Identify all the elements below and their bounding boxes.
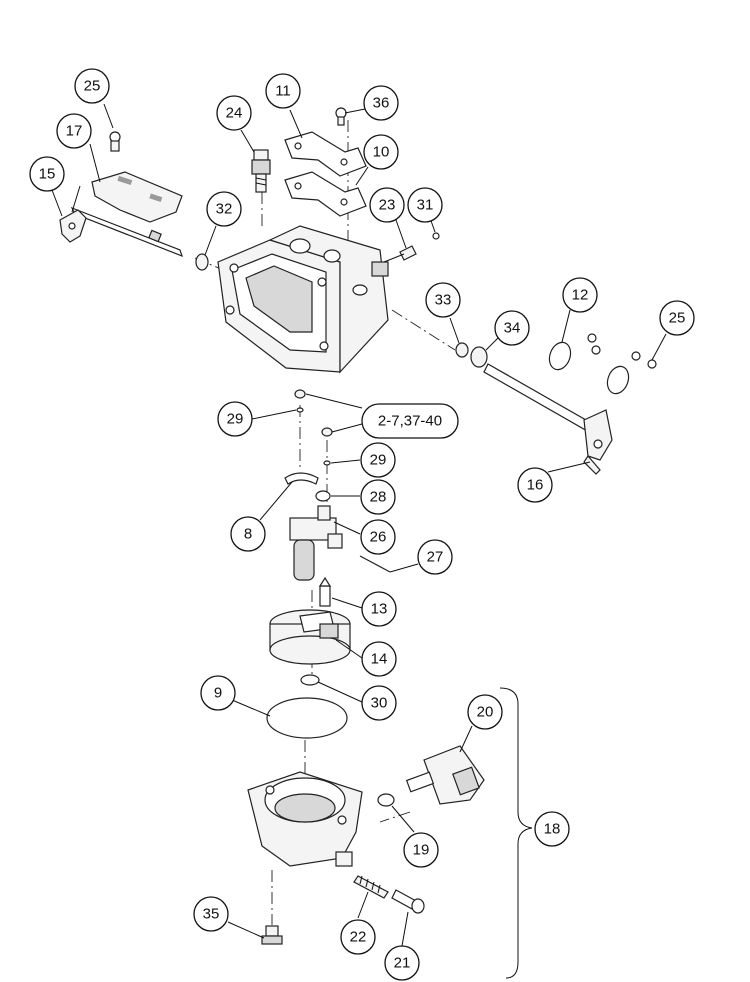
callout-label: 9 (214, 685, 222, 702)
part-30-oring (300, 674, 320, 686)
callout-label: 25 (84, 78, 101, 95)
part-13-valve (318, 576, 332, 607)
callout-label: 29 (227, 411, 244, 428)
callout-24: 24 (216, 95, 252, 131)
callout-17: 17 (56, 113, 92, 149)
carburetor-body (217, 225, 389, 374)
gaskets-10-11 (284, 107, 367, 217)
callout-label: 17 (66, 123, 83, 140)
callout-label: 12 (572, 287, 589, 304)
callout-25-right: 25 (659, 300, 695, 336)
callout-31: 31 (407, 187, 443, 223)
callout-23: 23 (369, 187, 405, 223)
callout-label: 20 (477, 704, 494, 721)
callout-25-top: 25 (74, 68, 110, 104)
bracket-18 (499, 687, 533, 979)
callout-label: 30 (371, 695, 388, 712)
callout-label: 26 (370, 529, 387, 546)
callout-label: 21 (394, 955, 411, 972)
part-19-oring (377, 793, 395, 807)
part-29-upper (294, 389, 306, 413)
callout-label: 23 (379, 197, 396, 214)
callout-label: 27 (427, 549, 444, 566)
callout-34: 34 (494, 310, 530, 346)
callout-label: 24 (226, 105, 243, 122)
callout-16: 16 (517, 467, 553, 503)
callout-label: 16 (527, 477, 544, 494)
callout-label: 35 (203, 906, 220, 923)
callout-29-lower: 29 (360, 442, 396, 478)
part-14-float (269, 609, 351, 665)
callout-kit-label: 2-7,37-40 (378, 413, 442, 430)
callout-30: 30 (361, 685, 397, 721)
part-32-washer (195, 253, 209, 271)
callout-27: 27 (417, 539, 453, 575)
part-21-screw (391, 889, 425, 914)
part-28-oring (315, 490, 331, 502)
callout-13: 13 (361, 591, 397, 627)
callout-35: 35 (193, 896, 229, 932)
callout-15: 15 (29, 156, 65, 192)
callout-19: 19 (403, 832, 439, 868)
callout-32: 32 (206, 191, 242, 227)
callout-33: 33 (425, 282, 461, 318)
callout-14: 14 (361, 641, 397, 677)
part-31-ball (432, 232, 440, 240)
callout-12: 12 (562, 277, 598, 313)
callout-label: 11 (275, 83, 291, 100)
callout-label: 13 (371, 601, 388, 618)
part-27-needle (359, 555, 391, 573)
callout-18: 18 (534, 811, 570, 847)
callout-36: 36 (363, 85, 399, 121)
callout-8: 8 (230, 516, 266, 552)
part-24-fitting (251, 149, 271, 193)
callout-label: 25 (669, 310, 686, 327)
callout-10: 10 (363, 134, 399, 170)
part-20-solenoid (405, 745, 485, 805)
callout-9: 9 (200, 675, 236, 711)
callout-kit: 2-7,37-40 (361, 403, 459, 439)
choke-shaft-assembly (483, 333, 657, 475)
callout-label: 36 (373, 95, 390, 112)
leader-lines (51, 103, 667, 947)
callout-22: 22 (340, 919, 376, 955)
callout-label: 19 (413, 842, 430, 859)
callout-label: 32 (216, 201, 233, 218)
callout-label: 34 (504, 320, 521, 337)
throttle-lever-assembly (59, 131, 183, 258)
part-33-seal (455, 342, 469, 358)
float-bowl (247, 771, 363, 867)
callout-label: 18 (544, 821, 561, 838)
part-34-bushing (470, 346, 488, 368)
part-23-screw (383, 245, 417, 263)
callout-label: 8 (244, 526, 252, 543)
part-26-float-assembly (289, 505, 343, 581)
callout-label: 29 (370, 452, 387, 469)
callout-label: 22 (350, 929, 367, 946)
callout-label: 33 (435, 292, 452, 309)
part-8-float (284, 472, 319, 485)
callout-label: 14 (371, 651, 388, 668)
callout-11: 11 (265, 73, 301, 109)
part-22-spring (353, 875, 389, 899)
callout-label: 10 (373, 144, 390, 161)
callout-label: 31 (417, 197, 434, 214)
part-35-plug (261, 925, 283, 945)
callout-20: 20 (467, 694, 503, 730)
callout-29-upper: 29 (217, 401, 253, 437)
callout-label: 15 (39, 166, 56, 183)
callout-28: 28 (360, 479, 396, 515)
callout-26: 26 (360, 519, 396, 555)
callout-21: 21 (384, 945, 420, 981)
callout-label: 28 (370, 489, 387, 506)
part-9-gasket (266, 697, 348, 739)
